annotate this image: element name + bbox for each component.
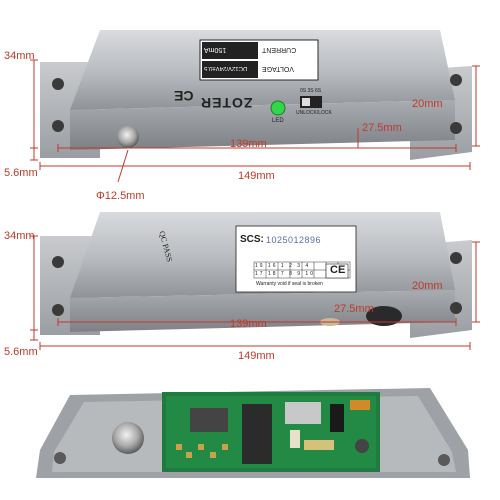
chip-icon	[190, 408, 228, 432]
spec-label-dark	[202, 42, 258, 59]
dim-inner-length: 139mm	[230, 318, 267, 330]
dim-bottom-gap: 5.6mm	[4, 167, 38, 179]
dim-total-length: 149mm	[238, 170, 275, 182]
bottom-device	[36, 388, 470, 478]
grid-row-1: 19 16 1 2 3 4	[255, 263, 311, 269]
seal-label	[235, 225, 357, 293]
dim-bottom-gap: 5.6mm	[4, 346, 38, 358]
switch-label: UNLOCK/LOCK	[296, 110, 332, 116]
label-voltage: VOLTAGE	[262, 65, 295, 72]
dim-total-length: 149mm	[238, 350, 275, 362]
label-voltage-value: DC12V/24V±0.5	[204, 65, 248, 71]
bolt-slot	[366, 306, 402, 326]
lock-bolt	[117, 126, 139, 148]
dim-offset: 27.5mm	[362, 122, 402, 134]
dim-inner-length: 139mm	[230, 138, 267, 150]
switch-options: 0S 3S 6S	[300, 88, 322, 94]
mount-hole	[450, 74, 462, 86]
led-icon	[270, 100, 286, 116]
middle-device	[40, 212, 472, 338]
dim-height: 34mm	[4, 50, 35, 62]
dim-side-height: 20mm	[412, 98, 443, 110]
mount-hole	[52, 78, 64, 90]
label-current: CURRENT	[262, 46, 297, 53]
ce-mark: CE	[330, 264, 346, 276]
scs-label: SCS:	[240, 234, 264, 245]
mount-hole	[450, 122, 462, 134]
mount-hole	[52, 120, 64, 132]
dim-hole-diameter: Φ12.5mm	[96, 190, 145, 202]
dim-height: 34mm	[4, 230, 35, 242]
warranty-text: Warranty void if seal is broken	[256, 281, 323, 287]
ce-mark: CE	[174, 88, 194, 104]
brand-logo: ZOTER	[200, 95, 253, 111]
plunger-icon	[112, 422, 144, 454]
front-face	[70, 100, 455, 150]
label-current-value: 150mA	[204, 46, 227, 53]
dimension-lines-middle	[30, 235, 480, 350]
dimension-lines-top	[30, 59, 480, 183]
top-device	[40, 30, 472, 160]
dim-side-height: 20mm	[412, 280, 443, 292]
grid-row-2: 17 18 7 8 9 10	[255, 271, 315, 277]
serial-grid	[253, 261, 351, 279]
scs-number: 1025012896	[266, 235, 322, 245]
dim-offset: 27.5mm	[334, 303, 374, 315]
led-label: LED	[272, 118, 284, 124]
